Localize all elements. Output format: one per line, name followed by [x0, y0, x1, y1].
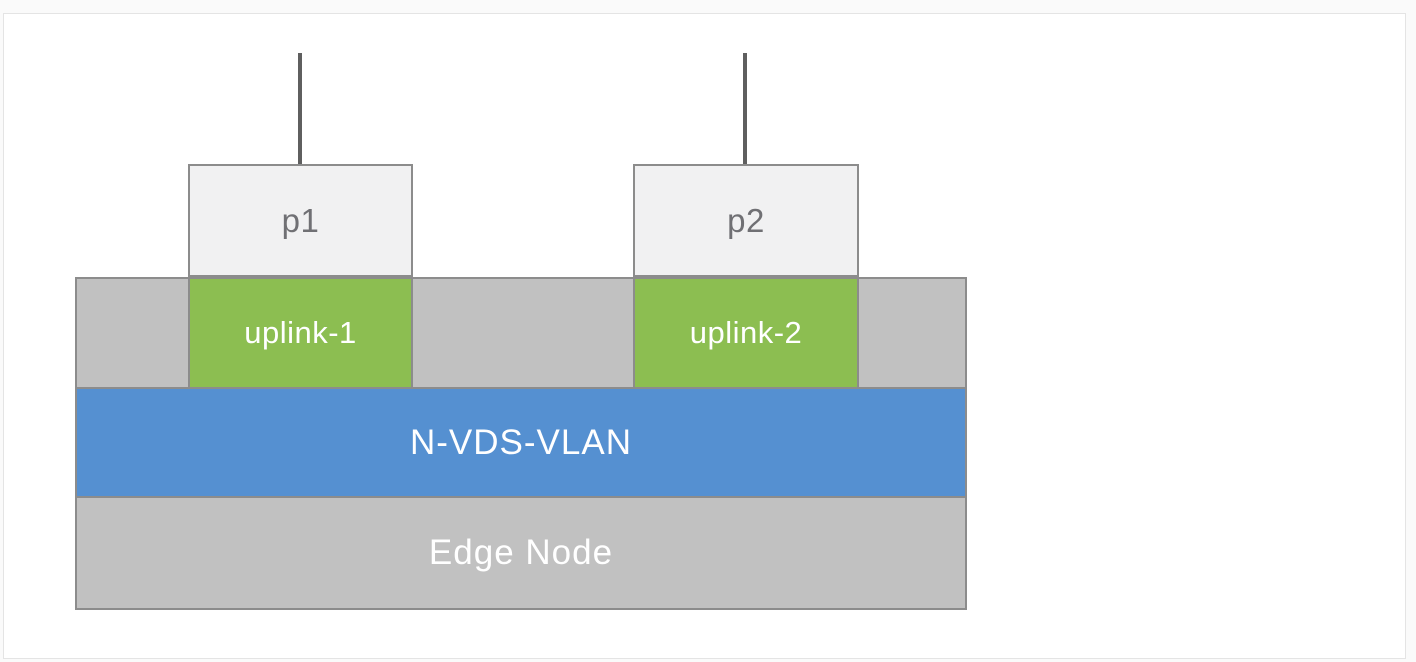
nvds-vlan-band: N-VDS-VLAN	[75, 387, 967, 498]
uplink-wire-2	[743, 53, 747, 167]
figure-card: p1 p2 N-VDS-VLAN Edge Node uplink-1 upli…	[3, 13, 1406, 659]
uplink-label-1: uplink-1	[244, 315, 357, 350]
port-label-p2: p2	[727, 201, 765, 239]
nvds-vlan-label: N-VDS-VLAN	[410, 422, 632, 462]
uplink-wire-1	[298, 53, 302, 167]
edge-node-label: Edge Node	[428, 533, 614, 572]
edge-node-network-diagram: p1 p2 N-VDS-VLAN Edge Node uplink-1 upli…	[4, 14, 1405, 658]
port-label-p1: p1	[281, 201, 320, 239]
port-box-p2: p2	[633, 164, 859, 277]
port-box-p1: p1	[188, 164, 413, 277]
edge-node-band: Edge Node	[75, 496, 967, 610]
uplink-box-1: uplink-1	[188, 277, 413, 389]
uplink-box-2: uplink-2	[633, 277, 859, 389]
uplink-label-2: uplink-2	[689, 315, 803, 350]
